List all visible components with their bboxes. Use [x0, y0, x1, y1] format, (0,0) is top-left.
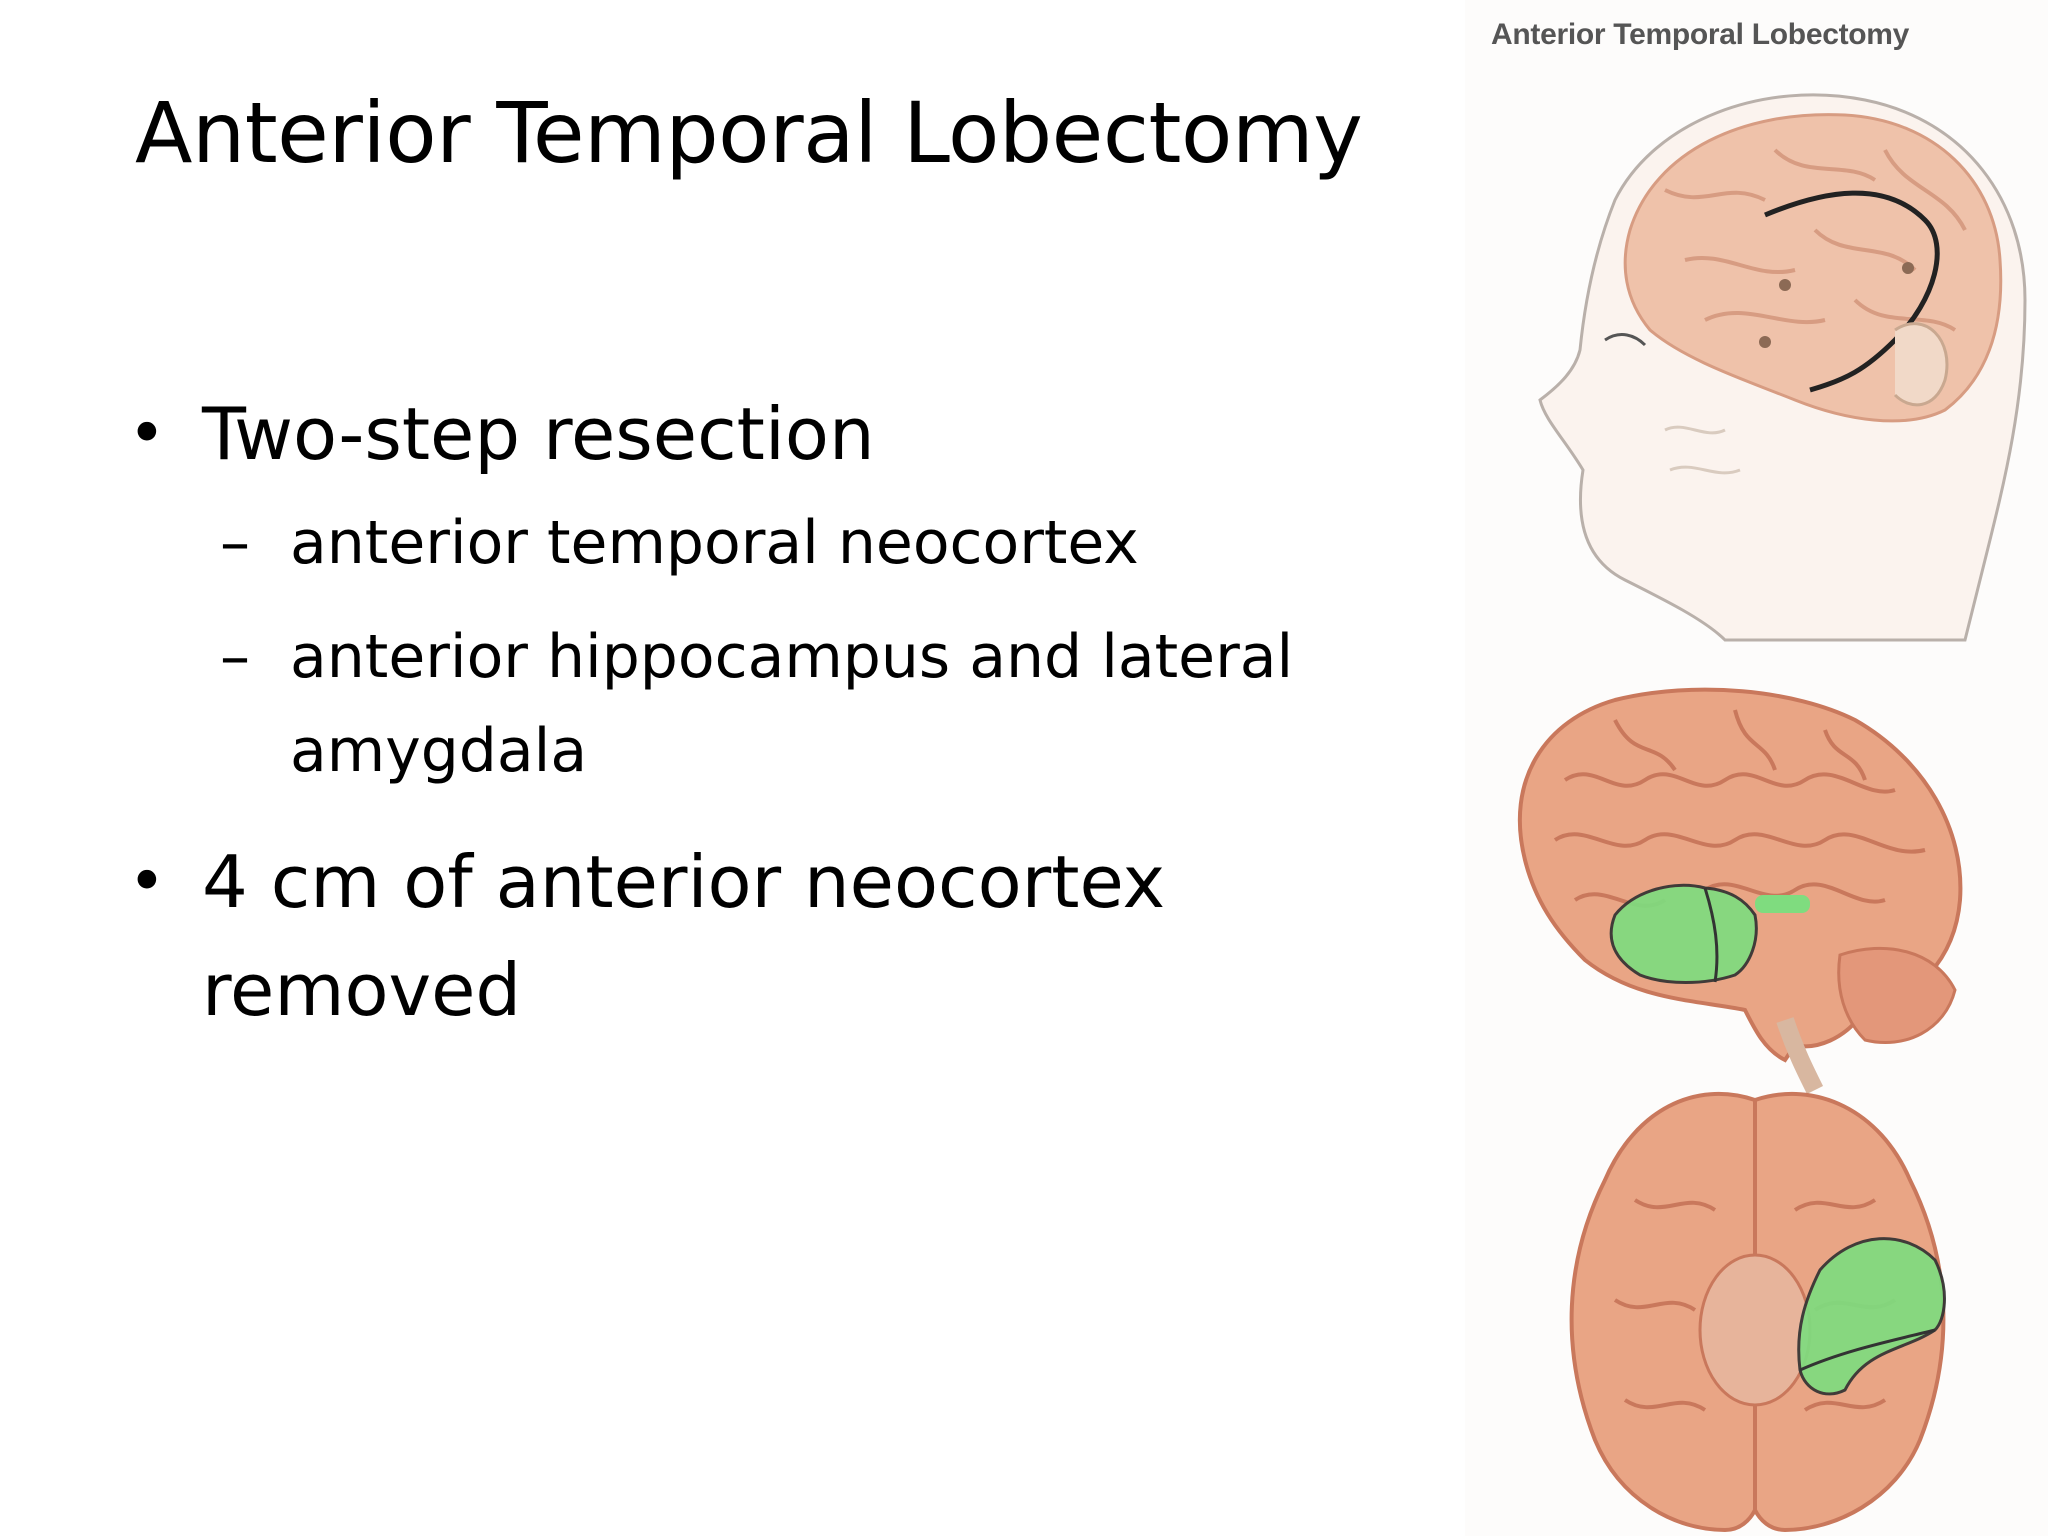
anatomy-illustration [1517, 93, 2027, 1533]
bullet-list: • Two-step resection – anterior temporal… [120, 380, 1420, 1044]
brain-inferior-illustration [1569, 1091, 1946, 1533]
anatomy-figure: Anterior Temporal Lobectomy [1465, 0, 2048, 1536]
slide-title: Anterior Temporal Lobectomy [135, 84, 1363, 182]
head-lateral-illustration [1538, 93, 2027, 642]
bullet-item: • 4 cm of anterior neocortex removed [120, 828, 1262, 1044]
sub-bullet-text: anterior hippocampus and lateral amygdal… [290, 622, 1294, 786]
dash-icon: – [220, 508, 250, 578]
bullet-item: • Two-step resection [120, 380, 1420, 488]
figure-caption: Anterior Temporal Lobectomy [1491, 18, 1910, 51]
brain-lateral-illustration [1517, 687, 1963, 1095]
bullet-text: Two-step resection [202, 392, 875, 476]
bullet-dot-icon: • [128, 845, 166, 919]
dash-icon: – [220, 622, 250, 692]
sub-bullet-item: – anterior temporal neocortex [120, 496, 1420, 590]
sub-bullet-item: – anterior hippocampus and lateral amygd… [120, 610, 1540, 798]
bullet-text: 4 cm of anterior neocortex removed [202, 840, 1166, 1032]
sub-bullet-text: anterior temporal neocortex [290, 508, 1139, 578]
bullet-dot-icon: • [128, 397, 166, 471]
